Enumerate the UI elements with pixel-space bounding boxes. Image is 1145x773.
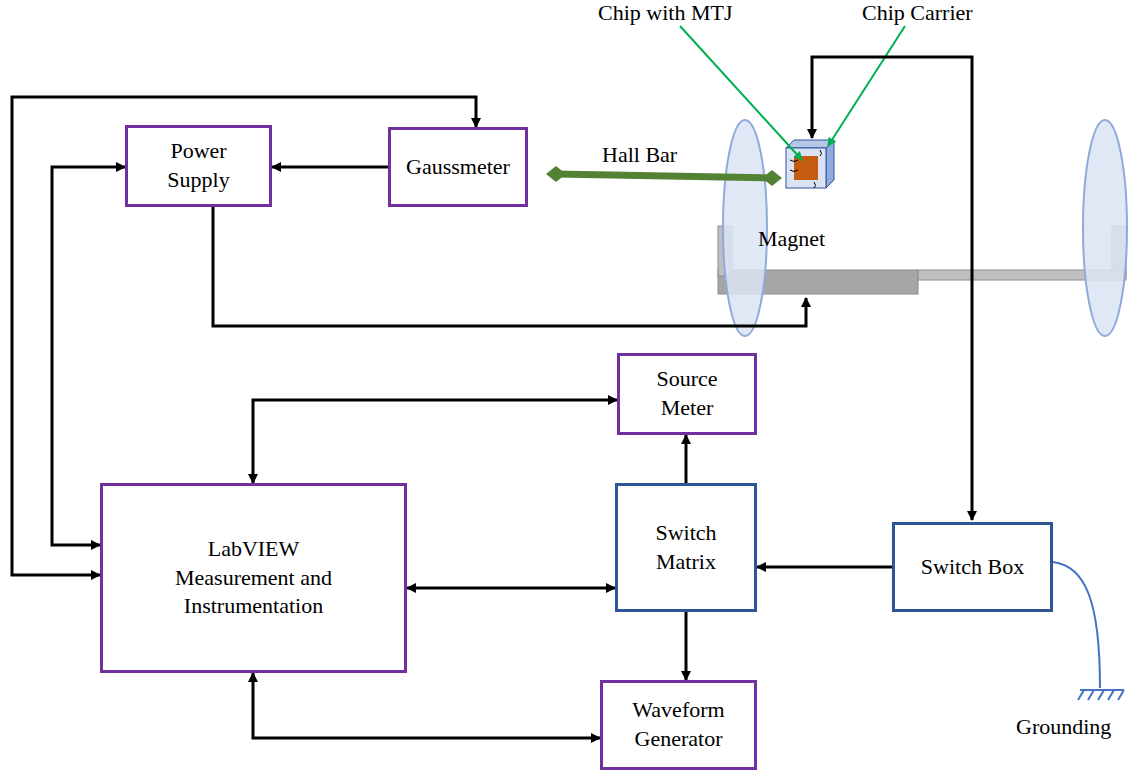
bond-wire — [790, 150, 822, 188]
ground-symbol — [1078, 690, 1124, 700]
signal-connector — [272, 166, 388, 169]
ground-wire — [1053, 562, 1100, 688]
instrument-box: Power Supply — [125, 125, 272, 207]
hall-bar-end — [546, 166, 566, 182]
box-label: LabVIEW Measurement and Instrumentation — [159, 535, 349, 621]
box-label: Gaussmeter — [406, 153, 510, 182]
part-label: Hall Bar — [602, 142, 677, 168]
box-label: Waveform Generator — [619, 696, 739, 753]
part-label: Chip Carrier — [862, 0, 973, 26]
chip-carrier — [786, 148, 826, 188]
leader-line — [828, 26, 905, 146]
signal-connector — [253, 400, 617, 483]
box-label: Power Supply — [139, 137, 259, 194]
box-label: Switch Box — [921, 553, 1024, 582]
hall-bar-end — [762, 170, 782, 186]
instrument-box: Switch Matrix — [615, 483, 757, 612]
box-label: Switch Matrix — [641, 519, 731, 576]
mtj-chip — [794, 156, 818, 180]
part-label: Grounding — [1016, 714, 1111, 740]
wire — [213, 207, 806, 326]
pole-piece — [1083, 120, 1127, 336]
signal-connector — [407, 587, 615, 590]
leader-line — [680, 26, 802, 160]
part-label: Chip with MTJ — [598, 0, 732, 26]
instrument-box: Gaussmeter — [388, 127, 528, 207]
wire — [812, 57, 972, 520]
signal-connector — [685, 435, 688, 483]
part-label: Magnet — [758, 226, 825, 252]
signal-connector — [253, 673, 600, 738]
chip-carrier — [826, 140, 834, 188]
signal-connector — [685, 612, 688, 680]
instrument-box: Source Meter — [617, 353, 757, 435]
instrument-box: LabVIEW Measurement and Instrumentation — [100, 483, 407, 673]
instrument-box: Waveform Generator — [600, 680, 757, 770]
instrument-box: Switch Box — [892, 522, 1053, 612]
signal-connector — [757, 566, 892, 569]
box-label: Source Meter — [632, 365, 742, 422]
hall-bar — [556, 174, 772, 178]
